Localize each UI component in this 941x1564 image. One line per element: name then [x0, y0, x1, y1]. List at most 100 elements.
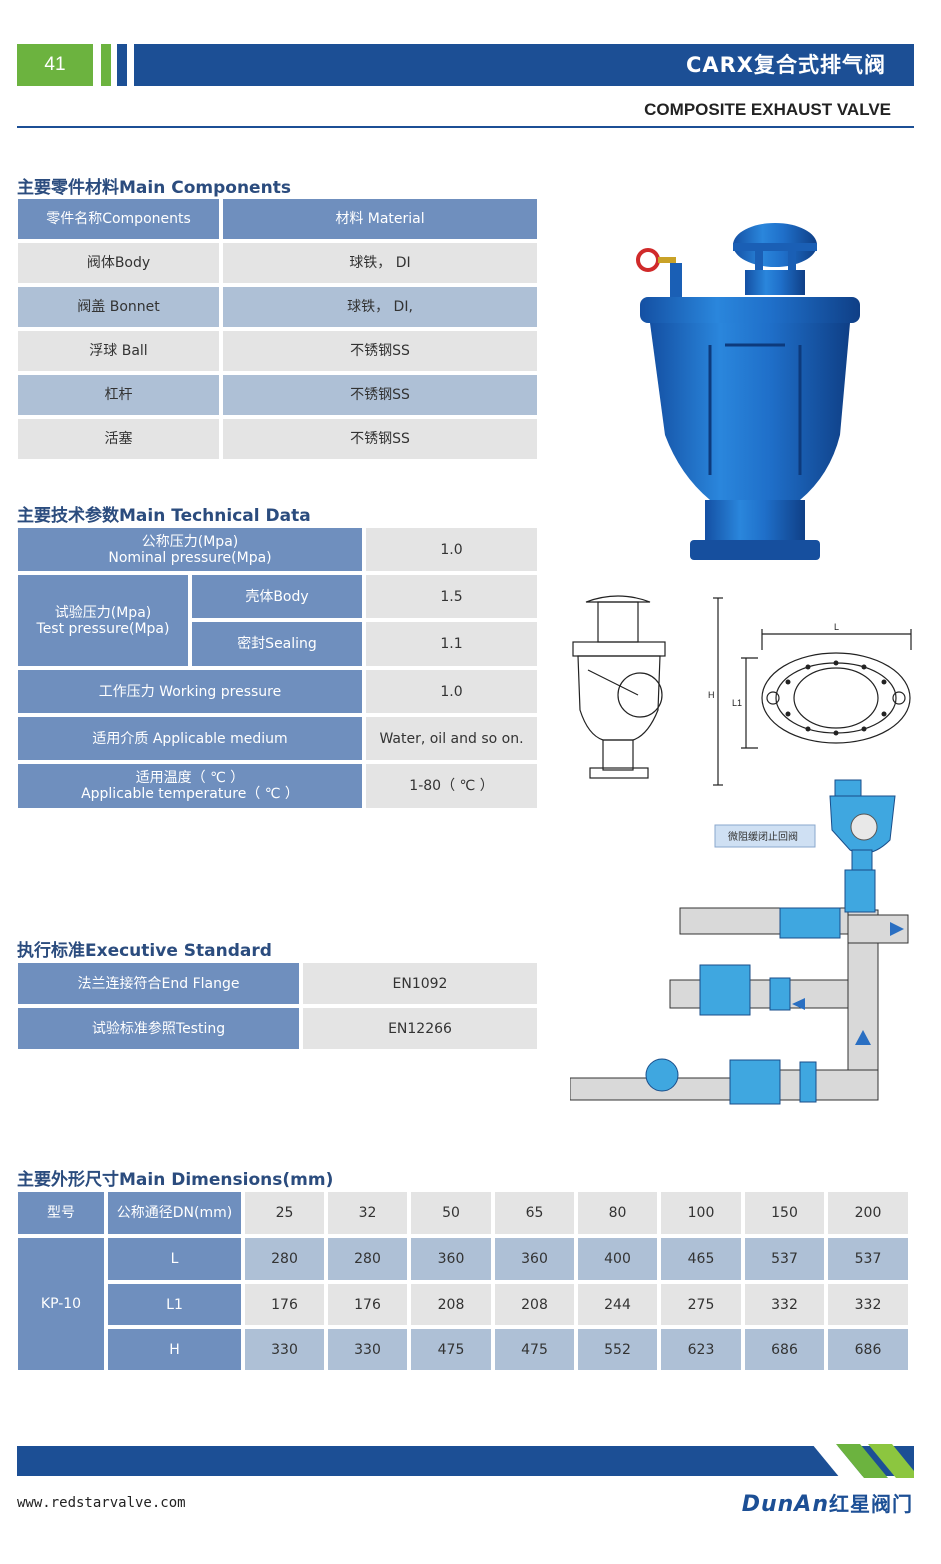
dim-value: 686 — [828, 1329, 908, 1370]
footer-url[interactable]: www.redstarvalve.com — [17, 1495, 186, 1511]
dn-header: 公称通径DN(mm) — [108, 1192, 241, 1234]
component-material: 球铁， DI — [223, 243, 537, 283]
dim-value: 330 — [328, 1329, 407, 1370]
dn-value: 65 — [495, 1192, 574, 1234]
nominal-pressure-en: Nominal pressure(Mpa) — [108, 549, 272, 566]
dim-value: 332 — [828, 1284, 908, 1325]
valve-body — [650, 323, 850, 500]
nominal-pressure-label: 公称压力(Mpa) Nominal pressure(Mpa) — [18, 528, 362, 571]
dim-value: 537 — [828, 1238, 908, 1280]
header-divider — [17, 126, 914, 128]
dn-value: 80 — [578, 1192, 657, 1234]
sealing-pressure-value: 1.1 — [366, 622, 537, 666]
components-head-name: 零件名称Components — [18, 199, 219, 239]
dim-value: 208 — [411, 1284, 491, 1325]
component-name: 浮球 Ball — [18, 331, 219, 371]
sealing-pressure-label: 密封Sealing — [192, 622, 362, 666]
components-title: 主要零件材料Main Components — [17, 178, 291, 198]
standard-title: 执行标准Executive Standard — [17, 941, 272, 961]
dn-value: 100 — [661, 1192, 741, 1234]
dim-value: 280 — [245, 1238, 324, 1280]
temperature-value: 1-80（ ℃ ） — [366, 764, 537, 808]
footer-stripes — [812, 1444, 914, 1478]
temperature-cn: 适用温度（ ℃ ） — [135, 770, 245, 786]
standard-label: 试验标准参照Testing — [18, 1008, 299, 1049]
dimensions-title: 主要外形尺寸Main Dimensions(mm) — [17, 1170, 334, 1190]
dim-value: 280 — [328, 1238, 407, 1280]
dn-value: 50 — [411, 1192, 491, 1234]
dim-value: 176 — [245, 1284, 324, 1325]
brand-logo-cn: 红星阀门 — [829, 1492, 913, 1516]
temperature-label: 适用温度（ ℃ ） Applicable temperature（ ℃ ） — [18, 764, 362, 808]
dn-value: 150 — [745, 1192, 824, 1234]
working-pressure-label: 工作压力 Working pressure — [18, 670, 362, 713]
valve-flange — [640, 297, 860, 323]
dim-value: 208 — [495, 1284, 574, 1325]
model-header: 型号 — [18, 1192, 104, 1234]
brand-logo-text: DunAn — [741, 1492, 829, 1517]
dim-value: 360 — [411, 1238, 491, 1280]
nominal-pressure-value: 1.0 — [366, 528, 537, 571]
model-name: KP-10 — [18, 1238, 104, 1370]
test-pressure-label: 试验压力(Mpa) Test pressure(Mpa) — [18, 575, 188, 666]
dim-value: 465 — [661, 1238, 741, 1280]
dim-value: 244 — [578, 1284, 657, 1325]
valve-photo — [636, 223, 860, 560]
install-callout-label: 微阻缓闭止回阀 — [728, 830, 798, 843]
standard-value: EN12266 — [303, 1008, 537, 1049]
dim-label-h: H — [708, 690, 715, 700]
medium-label: 适用介质 Applicable medium — [18, 717, 362, 760]
page-number: 41 — [17, 44, 93, 86]
install-callout — [714, 824, 816, 848]
component-material: 不锈钢SS — [223, 331, 537, 371]
dim-value: 475 — [411, 1329, 491, 1370]
tech-title: 主要技术参数Main Technical Data — [17, 506, 311, 526]
body-pressure-value: 1.5 — [366, 575, 537, 618]
nominal-pressure-cn: 公称压力(Mpa) — [141, 533, 239, 550]
working-pressure-value: 1.0 — [366, 670, 537, 713]
dim-label-l1: L1 — [732, 698, 742, 708]
page-title: CARX复合式排气阀 — [685, 53, 886, 77]
component-name: 杠杆 — [18, 375, 219, 415]
dim-value: 330 — [245, 1329, 324, 1370]
component-material: 不锈钢SS — [223, 419, 537, 459]
standard-value: EN1092 — [303, 963, 537, 1004]
dim-value: 400 — [578, 1238, 657, 1280]
test-pressure-cn: 试验压力(Mpa) — [54, 604, 152, 621]
brand-logo: DunAn红星阀门 — [742, 1488, 913, 1517]
header-stripe-green — [101, 44, 111, 86]
dimension-drawing: L L1 H — [572, 595, 912, 786]
dim-value: 537 — [745, 1238, 824, 1280]
footer-band — [17, 1446, 914, 1476]
dim-value: 552 — [578, 1329, 657, 1370]
dn-value: 200 — [828, 1192, 908, 1234]
components-head-material: 材料 Material — [223, 199, 537, 239]
component-name: 活塞 — [18, 419, 219, 459]
dim-row-label: H — [108, 1329, 241, 1370]
component-name: 阀体Body — [18, 243, 219, 283]
dim-row-label: L — [108, 1238, 241, 1280]
dim-value: 176 — [328, 1284, 407, 1325]
dim-value: 360 — [495, 1238, 574, 1280]
installation-diagram: 微阻缓闭止回阀 — [570, 779, 909, 1105]
header-bar: CARX复合式排气阀 — [134, 44, 914, 86]
page-subtitle: COMPOSITE EXHAUST VALVE — [644, 100, 891, 119]
component-material: 不锈钢SS — [223, 375, 537, 415]
dim-value: 332 — [745, 1284, 824, 1325]
component-name: 阀盖 Bonnet — [18, 287, 219, 327]
temperature-en: Applicable temperature（ ℃ ） — [81, 786, 299, 802]
dn-value: 32 — [328, 1192, 407, 1234]
dim-row-label: L1 — [108, 1284, 241, 1325]
medium-value: Water, oil and so on. — [366, 717, 537, 760]
dim-value: 275 — [661, 1284, 741, 1325]
test-pressure-en: Test pressure(Mpa) — [36, 620, 170, 637]
component-material: 球铁， DI, — [223, 287, 537, 327]
dim-value: 475 — [495, 1329, 574, 1370]
header-stripe-blue — [117, 44, 127, 86]
dim-value: 623 — [661, 1329, 741, 1370]
dn-value: 25 — [245, 1192, 324, 1234]
dim-value: 686 — [745, 1329, 824, 1370]
dim-label-l: L — [834, 622, 839, 632]
body-pressure-label: 壳体Body — [192, 575, 362, 618]
standard-label: 法兰连接符合End Flange — [18, 963, 299, 1004]
